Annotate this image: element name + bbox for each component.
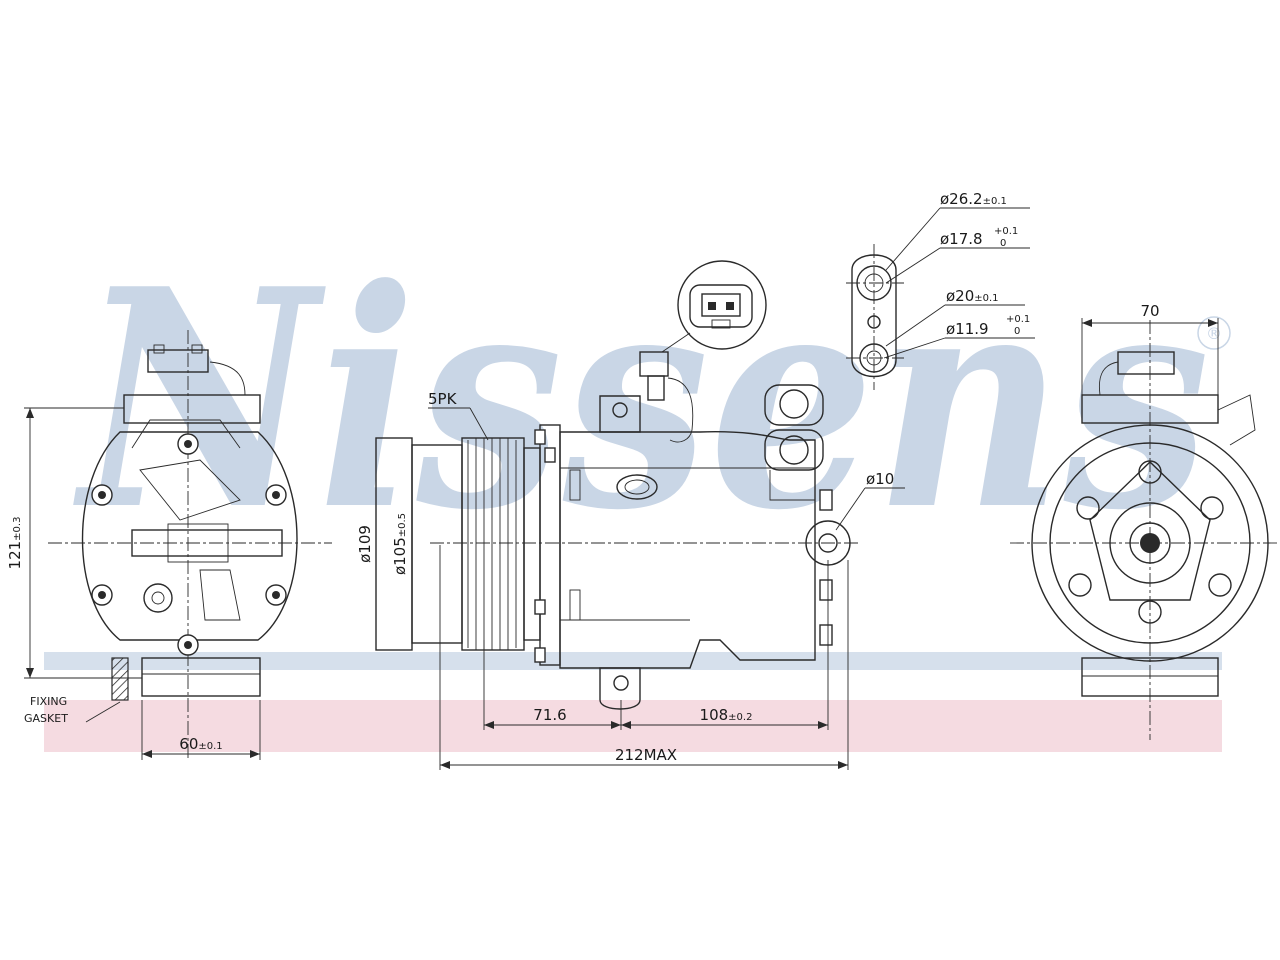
fixing-gasket xyxy=(111,657,129,701)
port-large-outer-diameter: ø26.2±0.1 xyxy=(940,190,1007,208)
pulley-groove-diameter: ø105±0.5 xyxy=(391,513,409,575)
port-small-inner-tol-minus: 0 xyxy=(1014,326,1020,337)
rear-view xyxy=(1010,318,1278,740)
watermark-logo: Nissens xyxy=(72,223,1210,576)
registered-mark-ring xyxy=(1197,316,1231,350)
port-large-inner-diameter: ø17.8 xyxy=(940,230,983,248)
side-view xyxy=(375,260,905,770)
connector-detail xyxy=(677,260,767,350)
front-view xyxy=(24,330,332,760)
port-small-outer-diameter: ø20±0.1 xyxy=(946,287,999,305)
port-large-inner-tol-plus: +0.1 xyxy=(994,226,1018,237)
fixing-gasket-label-line1: FIXING xyxy=(30,695,67,708)
mount-hole-diameter: ø10 xyxy=(866,470,894,488)
height-dimension: 121±0.3 xyxy=(6,517,24,570)
mount-spacing-dimension: 108±0.2 xyxy=(700,706,753,724)
offset-dimension: 71.6 xyxy=(533,706,566,724)
port-detail xyxy=(846,207,1035,390)
port-small-inner-tol-plus: +0.1 xyxy=(1006,314,1030,325)
registered-mark: ® xyxy=(1206,324,1222,343)
fixing-gasket-label-line2: GASKET xyxy=(24,712,68,725)
overall-length-dimension: 212MAX xyxy=(615,746,677,764)
watermark-band-pink xyxy=(44,700,1222,752)
pulley-outer-diameter: ø109 xyxy=(356,525,374,563)
watermark-band-blue xyxy=(44,652,1222,670)
port-small-inner-diameter: ø11.9 xyxy=(946,320,989,338)
port-large-inner-tol-minus: 0 xyxy=(1000,238,1006,249)
side-width-dimension: 70 xyxy=(1140,302,1159,320)
flange-width-dimension: 60±0.1 xyxy=(179,735,222,753)
poly-v-label: 5PK xyxy=(428,390,458,408)
